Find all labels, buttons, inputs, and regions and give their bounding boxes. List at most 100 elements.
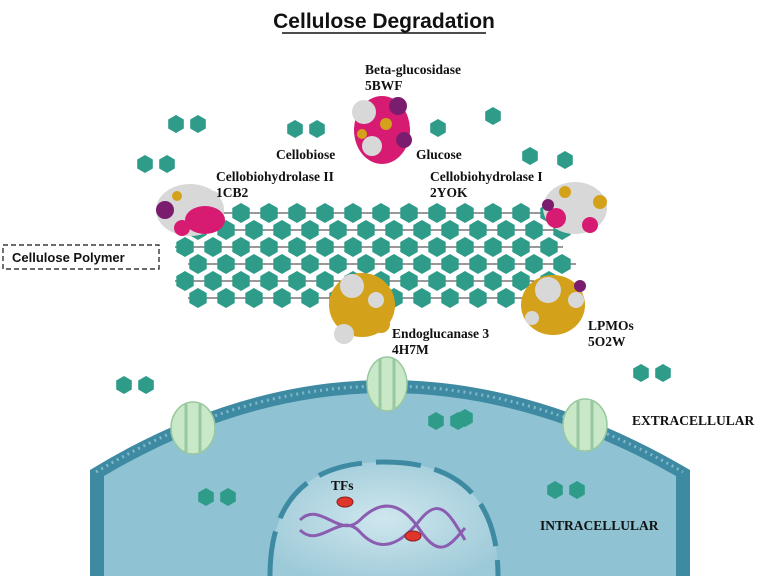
- glucose-unit-hexagon: [273, 220, 291, 240]
- glucose-unit-hexagon: [232, 237, 250, 257]
- cell: TFs: [90, 356, 690, 576]
- glucose-unit-hexagon: [469, 220, 487, 240]
- free-sugar-hexagon: [220, 488, 236, 506]
- glucose-unit-hexagon: [301, 220, 319, 240]
- glucose-unit-hexagon: [512, 203, 530, 223]
- free-sugar-hexagon: [633, 364, 649, 382]
- glucose-unit-hexagon: [217, 288, 235, 308]
- glucose-unit-hexagon: [456, 203, 474, 223]
- free-sugar-hexagon: [198, 488, 214, 506]
- free-sugar-hexagon: [428, 412, 444, 430]
- cellobiohydrolase-ii-label: Cellobiohydrolase II: [216, 169, 334, 184]
- glucose-unit-hexagon: [428, 271, 446, 291]
- glucose-unit-hexagon: [245, 254, 263, 274]
- glucose-label: Glucose: [416, 147, 462, 162]
- free-sugar-hexagon: [430, 119, 446, 137]
- glucose-unit-hexagon: [301, 288, 319, 308]
- lpmos-label: LPMOs: [588, 318, 634, 333]
- free-sugar-hexagon: [190, 115, 206, 133]
- glucose-unit-hexagon: [232, 203, 250, 223]
- glucose-unit-hexagon: [484, 271, 502, 291]
- glucose-unit-hexagon: [484, 237, 502, 257]
- glucose-unit-hexagon: [260, 203, 278, 223]
- glucose-unit-hexagon: [413, 254, 431, 274]
- endoglucanase-3-protein: [329, 273, 395, 344]
- glucose-unit-hexagon: [484, 203, 502, 223]
- transporter-middle: [366, 356, 408, 412]
- cellulose-polymer-label-box: [2, 244, 160, 270]
- glucose-unit-hexagon: [497, 220, 515, 240]
- glucose-unit-hexagon: [260, 271, 278, 291]
- tfs-label: TFs: [331, 478, 354, 493]
- intracellular-label: INTRACELLULAR: [540, 518, 659, 533]
- glucose-unit-hexagon: [540, 237, 558, 257]
- lpmos-pdb: 5O2W: [588, 334, 626, 349]
- glucose-unit-hexagon: [512, 237, 530, 257]
- glucose-unit-hexagon: [372, 237, 390, 257]
- glucose-unit-hexagon: [441, 220, 459, 240]
- cellobiose-label: Cellobiose: [276, 147, 335, 162]
- glucose-unit-hexagon: [469, 288, 487, 308]
- lpmos-protein: [521, 275, 586, 335]
- cellobiohydrolase-i-pdb: 2YOK: [430, 185, 468, 200]
- glucose-unit-hexagon: [456, 271, 474, 291]
- glucose-unit-hexagon: [316, 237, 334, 257]
- glucose-unit-hexagon: [441, 288, 459, 308]
- glucose-unit-hexagon: [260, 237, 278, 257]
- glucose-unit-hexagon: [357, 254, 375, 274]
- glucose-unit-hexagon: [385, 254, 403, 274]
- glucose-unit-hexagon: [245, 288, 263, 308]
- glucose-unit-hexagon: [329, 220, 347, 240]
- free-sugar-hexagon: [137, 155, 153, 173]
- glucose-unit-hexagon: [273, 288, 291, 308]
- glucose-unit-hexagon: [329, 254, 347, 274]
- free-sugar-hexagon: [116, 376, 132, 394]
- cellobiohydrolase-ii-protein: [156, 184, 225, 236]
- beta-glucosidase-label: Beta-glucosidase: [365, 62, 461, 77]
- glucose-unit-hexagon: [497, 254, 515, 274]
- cellulose-polymer-label: Cellulose Polymer: [12, 250, 125, 265]
- glucose-unit-hexagon: [288, 271, 306, 291]
- glucose-unit-hexagon: [469, 254, 487, 274]
- cellobiohydrolase-ii-pdb: 1CB2: [216, 185, 249, 200]
- free-sugar-hexagon: [287, 120, 303, 138]
- glucose-unit-hexagon: [344, 237, 362, 257]
- beta-glucosidase-pdb: 5BWF: [365, 78, 403, 93]
- glucose-unit-hexagon: [400, 271, 418, 291]
- glucose-unit-hexagon: [204, 237, 222, 257]
- glucose-unit-hexagon: [176, 271, 194, 291]
- glucose-unit-hexagon: [316, 203, 334, 223]
- endoglucanase-3-pdb: 4H7M: [392, 342, 429, 357]
- glucose-unit-hexagon: [301, 254, 319, 274]
- glucose-unit-hexagon: [372, 203, 390, 223]
- glucose-unit-hexagon: [525, 220, 543, 240]
- free-sugar-hexagon: [138, 376, 154, 394]
- glucose-unit-hexagon: [316, 271, 334, 291]
- glucose-unit-hexagon: [217, 254, 235, 274]
- free-sugar-hexagon: [159, 155, 175, 173]
- glucose-unit-hexagon: [413, 220, 431, 240]
- glucose-unit-hexagon: [273, 254, 291, 274]
- free-sugar-hexagon: [457, 409, 473, 427]
- cellobiohydrolase-i-protein: [542, 182, 607, 234]
- glucose-unit-hexagon: [189, 288, 207, 308]
- transporter-left: [170, 401, 216, 455]
- tf-marker-1: [336, 496, 354, 508]
- cellobiohydrolase-i-label: Cellobiohydrolase I: [430, 169, 543, 184]
- free-sugar-hexagon: [168, 115, 184, 133]
- glucose-unit-hexagon: [357, 220, 375, 240]
- glucose-unit-hexagon: [525, 254, 543, 274]
- glucose-unit-hexagon: [245, 220, 263, 240]
- glucose-unit-hexagon: [400, 203, 418, 223]
- glucose-unit-hexagon: [176, 237, 194, 257]
- transporter-right: [562, 398, 608, 452]
- glucose-unit-hexagon: [456, 237, 474, 257]
- beta-glucosidase-protein: [352, 96, 412, 164]
- free-sugar-hexagon: [485, 107, 501, 125]
- diagram-title: Cellulose Degradation: [273, 10, 495, 33]
- glucose-unit-hexagon: [400, 237, 418, 257]
- free-sugars: [116, 107, 671, 506]
- glucose-unit-hexagon: [553, 254, 571, 274]
- glucose-unit-hexagon: [288, 203, 306, 223]
